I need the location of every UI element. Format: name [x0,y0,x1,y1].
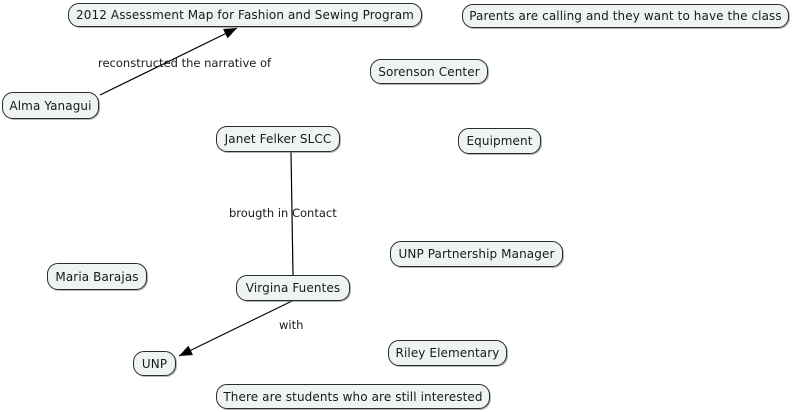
node-alma-yanagui[interactable]: Alma Yanagui [2,92,99,119]
node-sorenson-center[interactable]: Sorenson Center [370,59,488,84]
edge-label-edge-virgina-unp: with [279,318,304,332]
edge-line [178,300,293,357]
edge-virgina-unp [178,300,293,357]
node-label: UNP Partnership Manager [398,247,555,261]
node-label: Janet Felker SLCC [224,132,332,146]
edge-arrowhead [179,345,193,356]
edge-label-edge-alma-title: reconstructed the narrative of [98,56,272,70]
node-label: Virgina Fuentes [245,281,341,295]
node-label: Riley Elementary [395,346,500,360]
node-janet-felker[interactable]: Janet Felker SLCC [216,126,340,152]
node-label: Equipment [466,134,533,148]
node-equipment[interactable]: Equipment [458,128,541,154]
node-unp[interactable]: UNP [133,351,176,376]
node-label: 2012 Assessment Map for Fashion and Sewi… [76,8,414,22]
node-riley-elementary[interactable]: Riley Elementary [388,340,507,366]
node-label: UNP [141,356,168,371]
node-unp-partnership[interactable]: UNP Partnership Manager [390,241,563,267]
node-title-map[interactable]: 2012 Assessment Map for Fashion and Sewi… [68,3,422,27]
node-label: There are students who are still interes… [223,389,483,404]
edge-arrowhead [223,28,237,39]
node-label: Sorenson Center [378,64,480,79]
node-label: Maria Barajas [55,269,139,284]
node-students-interested[interactable]: There are students who are still interes… [216,384,490,409]
node-maria-barajas[interactable]: Maria Barajas [47,263,147,290]
edge-label-edge-janet-virgina: brougth in Contact [229,206,337,220]
node-virgina-fuentes[interactable]: Virgina Fuentes [236,275,350,301]
node-label: Parents are calling and they want to hav… [469,9,782,23]
node-parents-calling[interactable]: Parents are calling and they want to hav… [462,4,789,28]
node-label: Alma Yanagui [9,98,92,113]
